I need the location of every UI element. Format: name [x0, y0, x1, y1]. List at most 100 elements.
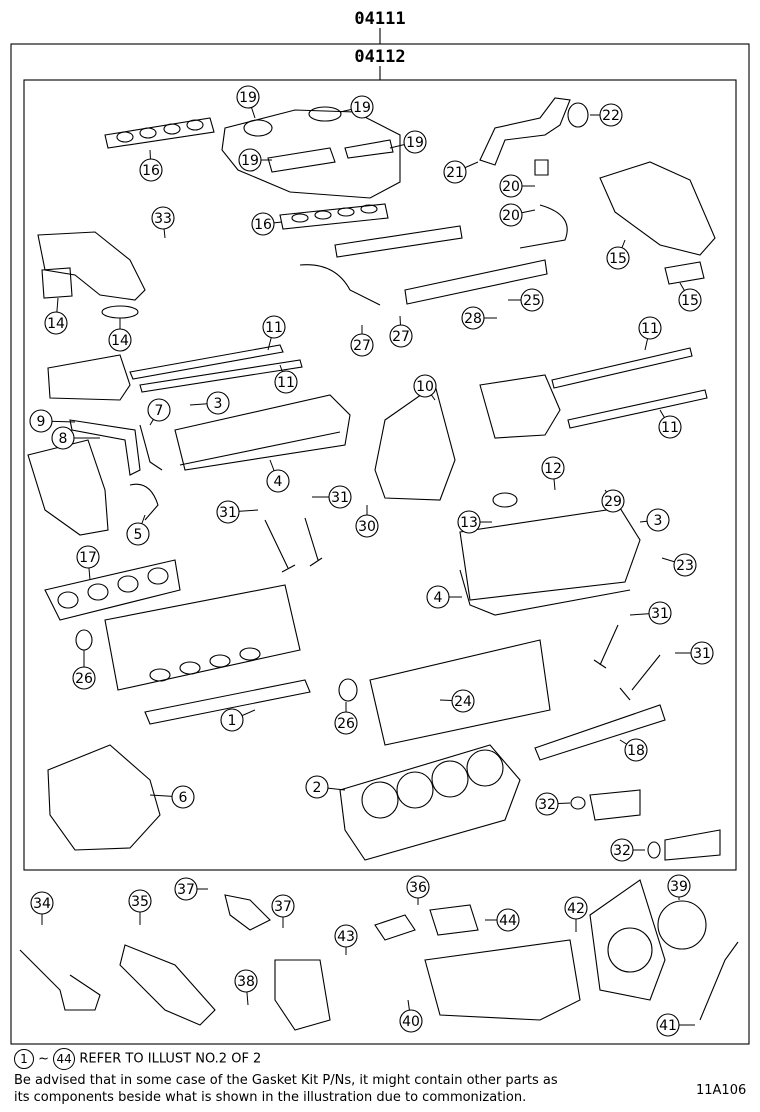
callout-number: 20 — [502, 208, 520, 224]
callout-2: 2 — [305, 775, 346, 799]
part-water-pump — [274, 959, 331, 1031]
callout-31: 31 — [629, 601, 672, 625]
callout-circle — [638, 316, 662, 340]
callout-number: 42 — [567, 901, 585, 917]
callout-number: 19 — [406, 135, 424, 151]
part-exhaust-gasket-left — [44, 559, 181, 621]
callout-circle — [646, 508, 670, 532]
callout-7: 7 — [147, 398, 171, 426]
callout-16: 16 — [139, 149, 163, 182]
callout-11: 11 — [658, 409, 682, 439]
callout-20: 20 — [499, 203, 536, 227]
callout-number: 3 — [654, 513, 663, 529]
callout-4: 4 — [266, 459, 290, 493]
callout-number: 34 — [33, 896, 51, 912]
callout-32: 32 — [535, 792, 571, 816]
part-valve-d — [619, 654, 661, 701]
callout-circle — [238, 148, 262, 172]
callout-number: 8 — [59, 431, 68, 447]
part-cylinder-head-right — [369, 639, 551, 746]
part-bracket-37 — [224, 894, 271, 931]
callout-1: 1 — [220, 708, 256, 732]
callout-number: 16 — [142, 163, 160, 179]
callout-number: 11 — [641, 321, 659, 337]
illustration-id: 11A106 — [696, 1083, 747, 1098]
part-water-outlet — [429, 904, 479, 936]
callout-number: 37 — [274, 899, 292, 915]
callout-circle — [656, 1013, 680, 1037]
callout-33: 33 — [151, 206, 175, 239]
callout-number: 17 — [79, 550, 97, 566]
callout-11: 11 — [262, 315, 286, 351]
callout-circle — [262, 315, 286, 339]
callout-42: 42 — [564, 896, 588, 932]
part-vacuum-hose — [519, 204, 568, 249]
callout-11: 11 — [274, 364, 298, 394]
callout-3: 3 — [189, 391, 230, 415]
callout-circle — [305, 775, 329, 799]
part-rear-oil-seal — [607, 927, 653, 973]
callout-circle — [413, 374, 437, 398]
part-timing-cover-center — [374, 384, 456, 501]
callout-number: 28 — [464, 311, 482, 327]
callout-number: 18 — [627, 743, 645, 759]
part-oil-pump — [119, 944, 216, 1026]
callout-38: 38 — [234, 969, 258, 1006]
callout-number: 14 — [111, 333, 129, 349]
callout-number: 15 — [681, 293, 699, 309]
callout-circle — [147, 398, 171, 422]
callout-14: 14 — [44, 297, 68, 335]
callout-circle — [499, 174, 523, 198]
callout-40: 40 — [399, 999, 423, 1033]
part-valve-cover-right — [459, 507, 641, 601]
part-seal-32a — [570, 796, 586, 810]
part-pipe-32b — [664, 829, 721, 861]
callout-circle — [624, 738, 648, 762]
part-oil-seal-center — [338, 678, 358, 702]
part-head-gasket-left — [144, 679, 311, 725]
callout-circle — [126, 522, 150, 546]
callout-circle — [350, 333, 374, 357]
part-intake-gasket-left — [41, 267, 73, 299]
callout-number: 11 — [277, 375, 295, 391]
callout-24: 24 — [439, 689, 475, 713]
callout-number: 22 — [602, 108, 620, 124]
callout-number: 14 — [47, 316, 65, 332]
callout-number: 36 — [409, 880, 427, 896]
callout-5: 5 — [126, 514, 150, 546]
callout-number: 7 — [155, 403, 164, 419]
callout-4: 4 — [426, 585, 462, 609]
callout-36: 36 — [406, 875, 430, 905]
callout-circle — [44, 311, 68, 335]
callout-15: 15 — [678, 282, 702, 312]
part-timing-cover-left — [27, 439, 109, 536]
callout-circle — [673, 553, 697, 577]
callout-number: 31 — [693, 646, 711, 662]
callout-number: 19 — [353, 100, 371, 116]
part-oil-filler-cap — [492, 492, 518, 508]
callout-circle — [76, 545, 100, 569]
part-cylinder-head-left — [104, 584, 301, 691]
callout-circle — [399, 1009, 423, 1033]
callout-circle — [690, 641, 714, 665]
callout-circle — [599, 103, 623, 127]
callout-32: 32 — [610, 838, 645, 862]
callout-number: 27 — [353, 338, 371, 354]
callout-circle — [461, 306, 485, 330]
callout-44: 44 — [485, 908, 520, 932]
part-valve-cover-gasket-right — [459, 569, 631, 616]
callout-35: 35 — [128, 889, 152, 925]
callout-number: 25 — [523, 293, 541, 309]
footer-refer-note: 1 ~ 44 REFER TO ILLUST NO.2 OF 2 — [14, 1048, 261, 1070]
kit-code-outer: 04111 — [354, 9, 405, 29]
part-seal-32b — [647, 841, 661, 859]
callout-number: 3 — [214, 396, 223, 412]
callout-circle — [606, 246, 630, 270]
range-from-badge: 1 — [14, 1049, 34, 1069]
callout-circle — [220, 708, 244, 732]
part-crank-seal — [657, 900, 707, 950]
callout-circle — [334, 924, 358, 948]
callout-circle — [350, 95, 374, 119]
part-rear-oil-seal-retainer — [589, 879, 666, 1001]
callout-number: 39 — [670, 879, 688, 895]
